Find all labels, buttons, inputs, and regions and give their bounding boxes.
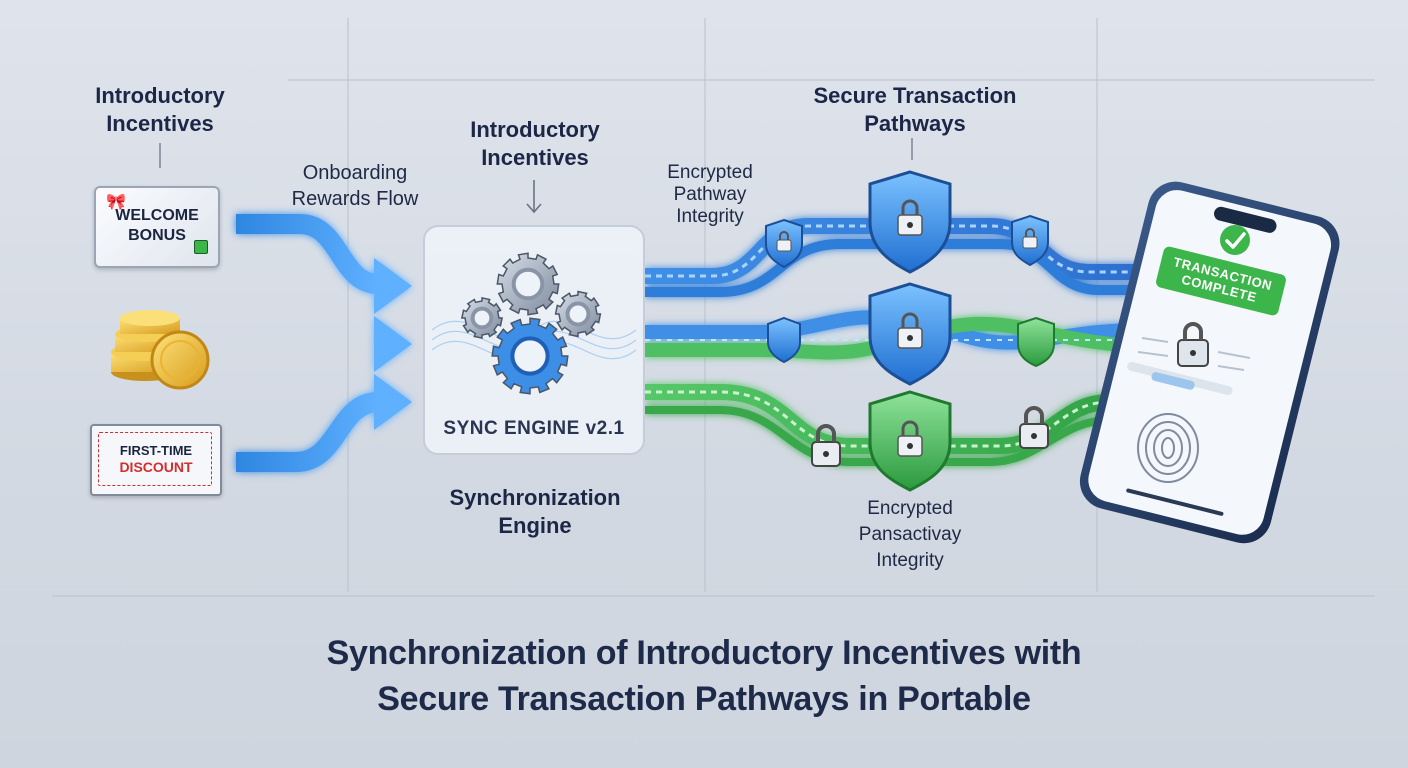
secure-pathways-label: Secure Transaction Pathways — [813, 83, 1017, 136]
sync-engine-caption: Synchronization Engine — [449, 485, 621, 538]
fingerprint-icon — [1137, 413, 1199, 483]
shield-lock-icon — [868, 282, 952, 386]
smartphone — [1079, 181, 1340, 544]
progress-bar — [1127, 361, 1233, 396]
first-time-discount-ticket: FIRST-TIME DISCOUNT — [90, 424, 222, 496]
gear-hub — [565, 301, 591, 327]
title-line1: Synchronization of Introductory Incentiv… — [326, 634, 1082, 672]
gear-hub — [510, 336, 550, 376]
gear-hub — [511, 267, 545, 301]
coin-stack-icon — [111, 310, 210, 390]
shield-icon — [767, 316, 801, 364]
welcome-bonus-card: 🎀 WELCOME BONUS — [94, 186, 220, 268]
page-title: Synchronization of Introductory Incentiv… — [0, 630, 1408, 722]
gift-icon: 🎀 — [106, 194, 126, 211]
welcome-bonus-text: WELCOME BONUS — [115, 207, 199, 244]
shield-lock-icon — [868, 390, 952, 492]
incentive-arrows — [236, 214, 412, 472]
incentives-left-label: Introductory Incentives — [70, 82, 250, 138]
shield-icon — [1017, 316, 1055, 368]
shield-lock-icon — [1011, 214, 1049, 267]
grid-lines — [52, 18, 1375, 597]
incentives-left-text: Introductory Incentives — [95, 83, 225, 136]
encrypted-top-label: Encrypted Pathway Integrity — [667, 162, 753, 227]
lock-icon — [811, 424, 841, 467]
shield-lock-icon — [868, 170, 952, 274]
discount-line2-text: DISCOUNT — [119, 459, 193, 475]
check-icon — [1220, 225, 1250, 255]
discount-line1-text: FIRST-TIME — [119, 443, 193, 458]
shield-lock-icon — [765, 218, 803, 269]
incentives-center-label: Introductory Incentives — [470, 117, 600, 170]
lock-icon — [194, 240, 208, 254]
sync-engine-name: SYNC ENGINE v2.1 — [443, 418, 625, 439]
title-line2: Secure Transaction Pathways in Portable — [377, 680, 1031, 718]
lock-icon — [1177, 322, 1209, 367]
gear-hub — [470, 306, 494, 330]
onboarding-flow-label: Onboarding Rewards Flow — [291, 162, 419, 210]
arrow-down-icon — [526, 180, 542, 214]
lock-icon — [1019, 406, 1049, 449]
encrypted-bottom-label: Encrypted Pansactivay Integrity — [858, 498, 962, 571]
gear-icon — [460, 252, 602, 395]
phone-decor-lines — [1137, 337, 1251, 371]
